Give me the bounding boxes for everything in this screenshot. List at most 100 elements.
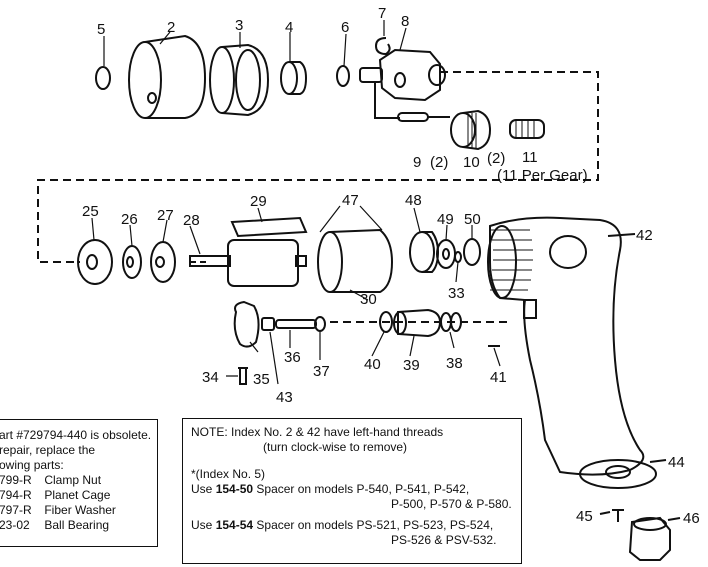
callout-7: 7 (378, 5, 386, 22)
part-44-exhaust-deflector (579, 459, 657, 489)
callout-5: 5 (97, 21, 105, 38)
threading-and-spacer-note: NOTE: Index No. 2 & 42 have left-hand th… (182, 418, 522, 564)
spacer-154-50-part-number: 154-50 (215, 482, 254, 496)
callout-47: 47 (342, 192, 359, 209)
callout-9: 9 (413, 154, 421, 171)
part-40-o-ring (379, 311, 393, 333)
part-29-rotor-blade (230, 216, 308, 238)
part-10-planet-gear (450, 109, 492, 151)
replacement-part-number: 23-02 (0, 518, 30, 532)
replacement-part-row: 799-R Clamp Nut (0, 473, 153, 488)
part-36-valve-stem (275, 316, 326, 332)
part-49-bearing (436, 239, 456, 269)
callout-11-note: (11 Per Gear) (497, 167, 588, 184)
replacement-part-row: 794-R Planet Cage (0, 488, 153, 503)
callout-45: 45 (576, 508, 593, 525)
callout-40: 40 (364, 356, 381, 373)
spacer-154-50-line: Use 154-50 Spacer on models P-540, P-541… (191, 482, 513, 497)
spacer-154-54-line: Use 154-54 Spacer on models PS-521, PS-5… (191, 518, 513, 533)
part-11-needle-rollers (509, 119, 545, 139)
part-6-washer (336, 65, 350, 87)
callout-44: 44 (668, 454, 685, 471)
part-9-pin (397, 112, 429, 122)
note-index-5-heading: *(Index No. 5) (191, 467, 266, 481)
part-46-inlet-bushing (628, 516, 671, 561)
callout-35: 35 (253, 371, 270, 388)
replacement-part-number: 797-R (0, 503, 32, 517)
callout-27: 27 (157, 207, 174, 224)
part-45-screw (612, 509, 624, 522)
replacement-part-row: 23-02 Ball Bearing (0, 518, 153, 533)
callout-42: 42 (636, 227, 653, 244)
callout-30: 30 (360, 291, 377, 308)
spacer-154-54-models: Spacer on models PS-521, PS-523, PS-524, (253, 518, 494, 532)
part-3-bearing (209, 43, 270, 117)
part-30-cylinder (317, 228, 394, 293)
callout-9-quantity: (2) (430, 154, 448, 171)
spacer-154-50-models-continued: P-500, P-570 & P-580. (391, 497, 512, 511)
obsolete-part-notice: art #729794-440 is obsolete. repair, rep… (0, 419, 158, 547)
callout-37: 37 (313, 363, 330, 380)
callout-36: 36 (284, 349, 301, 366)
callout-4: 4 (285, 19, 293, 36)
leader-line-8-9 (374, 82, 400, 119)
callout-2: 2 (167, 19, 175, 36)
part-33-pin (454, 251, 462, 263)
part-48-rear-end-plate (409, 231, 440, 273)
spacer-use-label: Use (191, 518, 216, 532)
part-38-o-ring-b (450, 312, 462, 332)
callout-11: 11 (522, 149, 538, 166)
callout-28: 28 (183, 212, 200, 229)
callout-38: 38 (446, 355, 463, 372)
callout-39: 39 (403, 357, 420, 374)
callout-50: 50 (464, 211, 481, 228)
obsolete-notice-line-1: art #729794-440 is obsolete. (0, 428, 152, 442)
callout-34: 34 (202, 369, 219, 386)
part-43-valve-seat (261, 317, 275, 331)
callout-10: 10 (463, 154, 480, 171)
obsolete-notice-line-3: owing parts: (0, 458, 64, 472)
callout-46: 46 (683, 510, 700, 527)
replacement-part-number: 799-R (0, 473, 32, 487)
spacer-154-54-models-continued: PS-526 & PSV-532. (391, 533, 497, 547)
replacement-part-name: Clamp Nut (44, 473, 102, 487)
callout-8: 8 (401, 13, 409, 30)
replacement-part-name: Ball Bearing (44, 518, 110, 532)
callout-3: 3 (235, 17, 243, 34)
spacer-use-label: Use (191, 482, 216, 496)
part-7-snap-ring (374, 37, 391, 56)
callout-33: 33 (448, 285, 465, 302)
spacer-154-54-part-number: 154-54 (215, 518, 254, 532)
spacer-154-50-models: Spacer on models P-540, P-541, P-542, (253, 482, 470, 496)
callout-49: 49 (437, 211, 454, 228)
callout-10-quantity: (2) (487, 150, 505, 167)
part-34-screw (238, 367, 248, 385)
part-4-bushing (280, 61, 308, 95)
part-50-gasket (463, 238, 481, 266)
dashed-assembly-path-top (37, 71, 599, 263)
obsolete-notice-line-2: repair, replace the (0, 443, 96, 457)
replacement-part-name: Planet Cage (44, 488, 111, 502)
callout-41: 41 (490, 369, 507, 386)
note-line-2: (turn clock-wise to remove) (263, 440, 408, 454)
replacement-part-name: Fiber Washer (44, 503, 116, 517)
replacement-part-row: 797-R Fiber Washer (0, 503, 153, 518)
callout-43: 43 (276, 389, 293, 406)
part-42-motor-housing (487, 216, 645, 476)
part-26-washer (122, 245, 142, 279)
part-27-end-plate (150, 241, 176, 283)
replacement-part-number: 794-R (0, 488, 32, 502)
part-5-washer (95, 66, 111, 90)
part-25-spacer (77, 239, 113, 285)
callout-25: 25 (82, 203, 99, 220)
note-line-1: NOTE: Index No. 2 & 42 have left-hand th… (191, 425, 444, 439)
part-8-planet-cage (359, 48, 446, 102)
part-28-rotor (189, 239, 307, 287)
callout-48: 48 (405, 192, 422, 209)
part-2-ring-gear-housing (128, 34, 207, 119)
callout-6: 6 (341, 19, 349, 36)
callout-26: 26 (121, 211, 138, 228)
callout-29: 29 (250, 193, 267, 210)
